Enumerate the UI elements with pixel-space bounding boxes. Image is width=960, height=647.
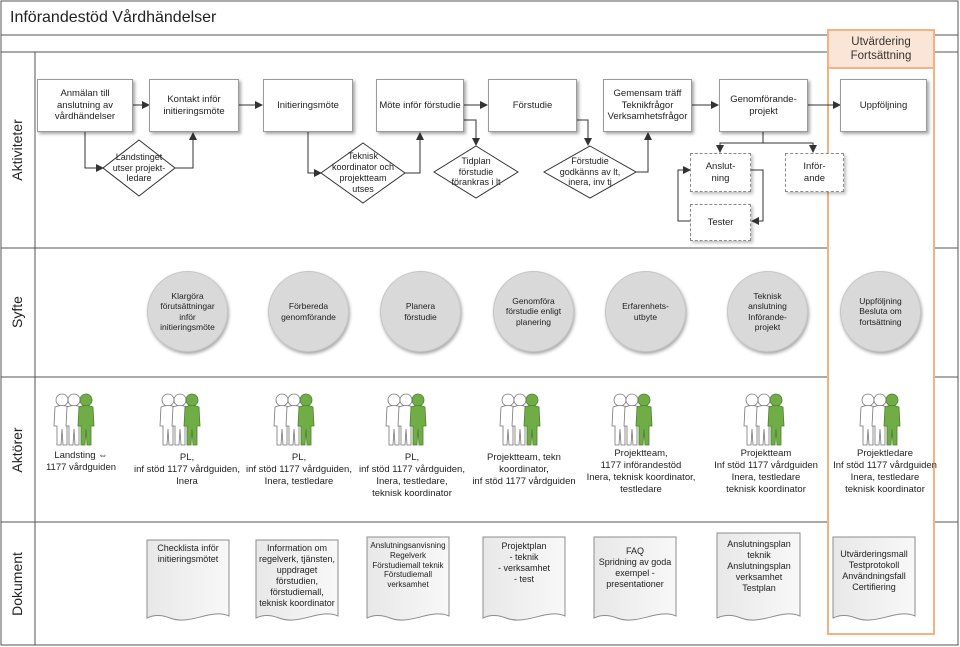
purpose-circle-3: Planera förstudie [380,271,461,352]
row-label-aktiviteter: Aktiviteter [9,119,25,181]
actor-group-icon [742,393,788,447]
decision-label-4: Förstudie godkänns av lt, inera, inv tj [559,155,621,188]
actor-text-1: Landsting ⇔ 1177 vårdguiden [45,450,117,473]
evaluation-header-box [827,29,935,69]
actor-text-5: Projektteam, tekn koordinator, inf stöd … [472,452,576,487]
document-text-3: Anslutningsanvisning Regelverk Förstudie… [370,541,446,589]
row-label-aktorer: Aktörer [9,427,25,473]
document-text-6: Anslutningsplan teknik Anslutningsplan v… [727,539,791,593]
actor-text-3: PL, inf stöd 1177 vårdguiden, Inera, tes… [246,452,352,487]
row-label-syfte: Syfte [9,296,25,328]
evaluation-header: Utvärdering Fortsättning [850,35,912,62]
decision-label-1: Landstinget utser projekt- ledare [112,151,166,184]
activity-box-kontakt: Kontakt inför initieringsmöte [149,79,239,132]
activity-box-uppfoljning: Uppföljning [840,79,927,132]
actor-group-icon [610,393,656,447]
actor-group-icon [858,393,904,447]
actor-group-icon [272,393,318,447]
activity-box-forstudie: Förstudie [488,79,577,132]
document-text-7: Utvärderingsmall Testprotokoll Användnin… [840,549,908,592]
decision-diamond-1 [102,139,176,197]
actor-group-icon [158,393,204,447]
purpose-circle-5: Erfarenhets- utbyte [605,271,686,352]
activity-box-initieringsmote: Initieringsmöte [263,79,353,132]
document-text-5: FAQ Spridning av goda exempel - presenta… [598,546,672,589]
purpose-circle-2: Förbereda genomförande [268,271,349,352]
sub-activity-tester: Tester [690,204,751,241]
activity-connectors [84,101,841,225]
actor-text-2: PL, inf stöd 1177 vårdguiden, Inera [134,452,240,487]
purpose-circle-4: Genomföra förstudie enligt planering [493,271,574,352]
actor-text-7: Projektteam Inf stöd 1177 vårdguiden Ine… [714,448,818,495]
purpose-circle-6: Teknisk anslutning Införande- projekt [727,271,808,352]
actor-text-6: Projektteam, 1177 införandestöd Inera, t… [586,448,696,495]
activity-box-genomforande: Genomförande- projekt [719,79,808,132]
activity-box-anmalan: Anmälan till anslutning av vårdhändelser [37,79,133,132]
document-text-4: Projektplan - teknik - verksamhet - test [497,541,550,584]
document-text-2: Information om regelverk, tjänsten, uppd… [258,543,336,608]
decision-label-3: Tidplan förstudie förankras i lt [451,155,501,188]
activity-box-gemensam-traff: Gemensam träff Teknikfrågor Verksamhetsf… [603,79,692,132]
decision-diamond-2 [320,142,406,204]
sub-activity-anslutning: Anslut- ning [690,153,751,192]
page-title: Införandestöd Vårdhändelser [10,9,217,27]
actor-group-icon [498,393,544,447]
decision-label-2: Teknisk koordinator och projektteam utse… [331,151,395,194]
actor-group-icon [384,393,430,447]
actor-text-4: PL, inf stöd 1177 vårdguiden, Inera, tes… [359,452,465,499]
document-text-1: Checklista inför initieringsmötet [157,543,219,564]
activity-box-mote-infor-forstudie: Möte inför förstudie [376,79,464,132]
purpose-circle-1: Klargöra förutsättningar inför initierin… [147,271,228,352]
row-label-dokument: Dokument [9,552,25,616]
sub-activity-inforande: Inför- ande [785,153,844,192]
decision-diamond-4 [542,145,638,199]
actor-text-8: Projektledare Inf stöd 1177 vårdguiden I… [833,448,937,495]
decision-diamond-3 [433,145,519,199]
document-shapes [146,532,916,621]
actor-group-icon [52,393,98,447]
purpose-circle-7: Uppföljning Besluta om fortsättning [840,271,921,352]
